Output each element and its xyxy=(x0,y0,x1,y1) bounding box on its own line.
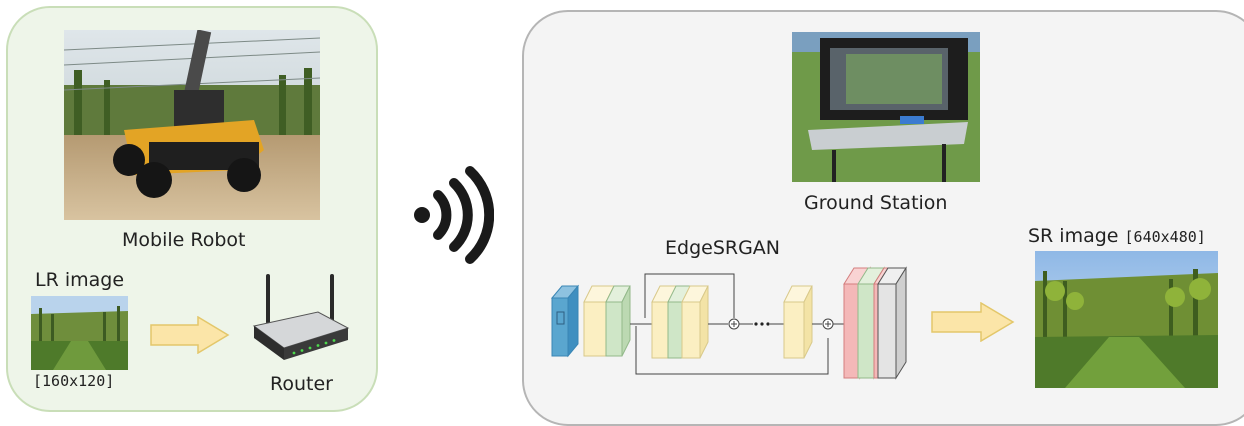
head-conv-blocks xyxy=(583,285,631,357)
sr-image-title: SR image xyxy=(1028,225,1119,247)
residual-block xyxy=(651,285,709,359)
arrow-right-icon xyxy=(931,302,1015,342)
edgesrgan-label: EdgeSRGAN xyxy=(665,237,781,259)
input-conv-block xyxy=(550,284,580,358)
ground-station-photo xyxy=(792,32,980,182)
lr-image-size: [160x120] xyxy=(33,372,115,390)
mobile-robot-caption: Mobile Robot xyxy=(122,229,246,251)
outer-skip-connection xyxy=(635,326,829,375)
router-icon xyxy=(252,274,350,360)
lr-image-label: LR image xyxy=(35,269,125,291)
arrow-right-icon xyxy=(150,316,230,354)
router-label: Router xyxy=(270,373,333,395)
inner-residual-connection xyxy=(644,273,735,318)
lr-image-thumbnail xyxy=(31,296,128,370)
upsampling-blocks xyxy=(843,266,907,380)
sr-image-size: [640x480] xyxy=(1124,228,1206,246)
trunk-conv-block xyxy=(783,285,813,359)
edgesrgan-diagram xyxy=(550,266,907,380)
wireless-signal-icon xyxy=(414,166,494,264)
ground-station-caption: Ground Station xyxy=(804,192,948,214)
mobile-robot-photo xyxy=(64,30,320,220)
sr-image-photo xyxy=(1035,251,1218,388)
sr-image-label: SR image [640x480] xyxy=(1028,225,1206,247)
ellipsis-dots xyxy=(754,322,770,326)
